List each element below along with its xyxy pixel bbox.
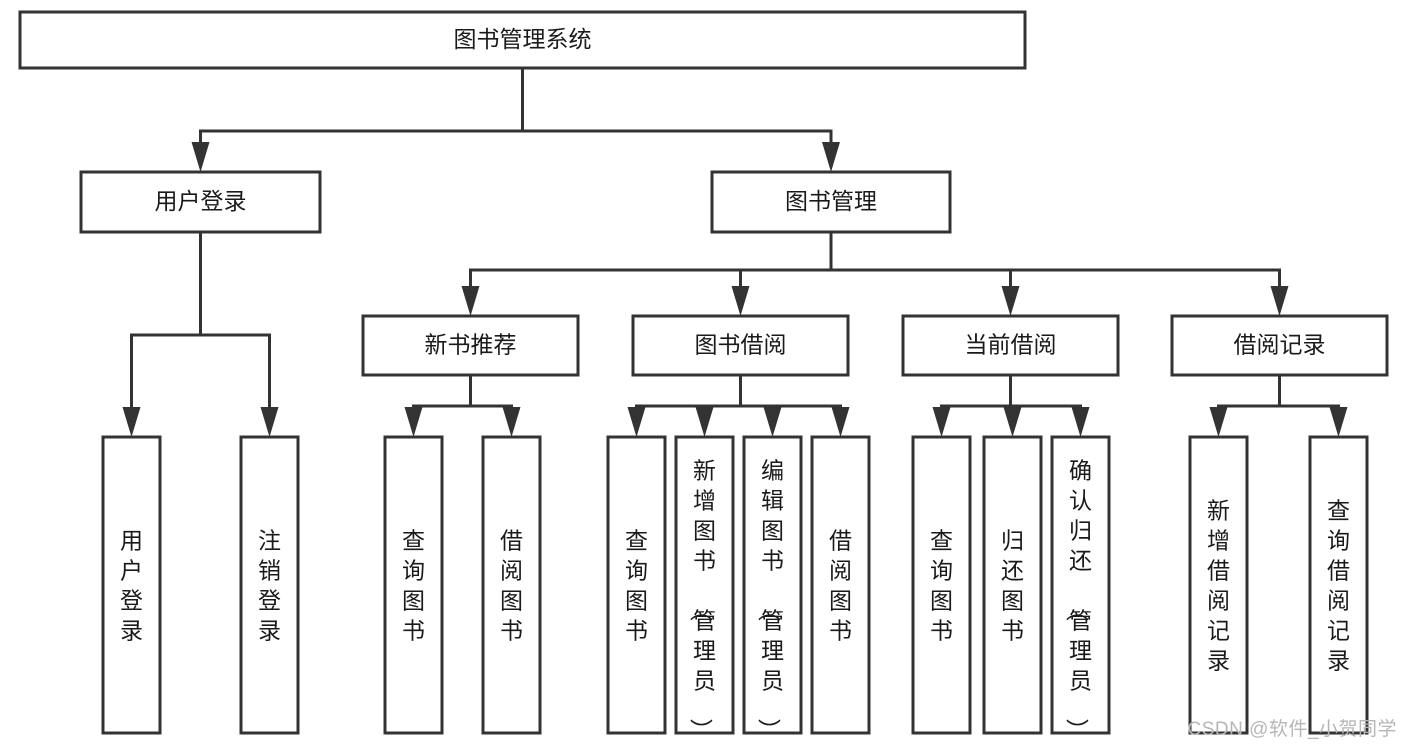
node-label-current: 当前借阅: [965, 332, 1057, 358]
node-label-login: 用户登录: [155, 188, 247, 214]
node-label-borrow: 图书借阅: [695, 332, 787, 358]
arrow-head-icon: [404, 407, 423, 437]
node-r2[interactable]: 查询借阅记录: [1308, 435, 1369, 735]
node-box-records: [1170, 314, 1389, 377]
arrow-head-icon: [1003, 407, 1022, 437]
connector-newbook-to-n1: [404, 375, 472, 437]
node-current[interactable]: 当前借阅: [901, 314, 1120, 377]
node-layer: 图书管理系统用户登录图书管理新书推荐图书借阅当前借阅借阅记录用户登录注销登录查询…: [18, 10, 1389, 741]
node-b2[interactable]: 新增图书（管理员）: [674, 435, 735, 741]
node-box-b2: [674, 435, 735, 735]
node-label-l1: 用户登录: [120, 527, 143, 643]
node-label-n2: 借阅图书: [500, 527, 523, 643]
node-label-n1: 查询图书: [402, 527, 425, 643]
arrow-head-icon: [502, 407, 521, 437]
node-label-bookmgmt: 图书管理: [785, 188, 877, 214]
node-c2[interactable]: 归还图书: [982, 435, 1043, 735]
connector-layer: [122, 68, 1348, 437]
node-label-b3: 编辑图书（管理员）: [756, 457, 784, 741]
arrow-head-icon: [1209, 407, 1228, 437]
connector-borrow-to-b4: [739, 375, 850, 437]
node-b1[interactable]: 查询图书: [606, 435, 667, 735]
node-box-current: [901, 314, 1120, 377]
node-borrow[interactable]: 图书借阅: [631, 314, 850, 377]
connector-newbook-to-n2: [469, 375, 521, 437]
node-label-c2: 归还图书: [1001, 527, 1024, 643]
node-box-n1: [383, 435, 444, 735]
node-box-newbook: [361, 314, 580, 377]
arrow-head-icon: [461, 286, 480, 316]
arrow-head-icon: [932, 407, 951, 437]
connector-login-to-l2: [199, 232, 279, 437]
node-c1[interactable]: 查询图书: [911, 435, 972, 735]
node-label-b2: 新增图书（管理员）: [688, 457, 716, 741]
node-label-b1: 查询图书: [625, 527, 648, 643]
node-b4[interactable]: 借阅图书: [810, 435, 871, 735]
node-box-r2: [1308, 435, 1369, 735]
node-box-b3: [742, 435, 803, 735]
connector-current-to-c1: [932, 375, 1012, 437]
node-box-bookmgmt: [710, 170, 952, 234]
connector-records-to-r2: [1278, 375, 1348, 437]
node-box-c3: [1050, 435, 1111, 735]
arrow-head-icon: [1329, 407, 1348, 437]
connector-bookmgmt-to-records: [829, 232, 1289, 316]
connector-bookmgmt-to-newbook: [461, 232, 833, 316]
arrow-head-icon: [695, 407, 714, 437]
node-label-root: 图书管理系统: [454, 26, 592, 52]
node-n1[interactable]: 查询图书: [383, 435, 444, 735]
arrow-head-icon: [763, 407, 782, 437]
connector-current-to-c3: [1009, 375, 1090, 437]
node-label-newbook: 新书推荐: [425, 332, 517, 358]
connector-records-to-r1: [1209, 375, 1281, 437]
node-box-borrow: [631, 314, 850, 377]
node-box-l1: [101, 435, 162, 735]
arrow-head-icon: [831, 407, 850, 437]
node-newbook[interactable]: 新书推荐: [361, 314, 580, 377]
node-root[interactable]: 图书管理系统: [18, 10, 1027, 70]
arrow-head-icon: [627, 407, 646, 437]
arrow-head-icon: [822, 142, 840, 172]
node-label-b4: 借阅图书: [829, 527, 852, 643]
node-label-r2: 查询借阅记录: [1327, 497, 1350, 673]
node-bookmgmt[interactable]: 图书管理: [710, 170, 952, 234]
arrow-head-icon: [1071, 407, 1090, 437]
node-label-l2: 注销登录: [258, 527, 281, 643]
node-box-b4: [810, 435, 871, 735]
node-box-c1: [911, 435, 972, 735]
node-box-c2: [982, 435, 1043, 735]
node-label-r1: 新增借阅记录: [1207, 497, 1230, 673]
node-label-records: 借阅记录: [1234, 332, 1326, 358]
node-box-b1: [606, 435, 667, 735]
connector-root-to-bookmgmt: [521, 68, 840, 172]
arrow-head-icon: [731, 286, 750, 316]
arrow-head-icon: [1001, 286, 1020, 316]
arrow-head-icon: [1270, 286, 1289, 316]
node-l2[interactable]: 注销登录: [239, 435, 300, 735]
node-l1[interactable]: 用户登录: [101, 435, 162, 735]
arrow-head-icon: [260, 407, 279, 437]
node-box-login: [79, 170, 322, 234]
node-b3[interactable]: 编辑图书（管理员）: [742, 435, 803, 741]
connector-bookmgmt-to-borrow: [731, 232, 833, 316]
arrow-head-icon: [191, 142, 210, 172]
node-box-root: [18, 10, 1027, 70]
node-c3[interactable]: 确认归还（管理员）: [1050, 435, 1111, 741]
connector-root-to-login: [191, 68, 524, 172]
connector-bookmgmt-to-current: [829, 232, 1020, 316]
arrow-head-icon: [122, 407, 141, 437]
node-r1[interactable]: 新增借阅记录: [1188, 435, 1249, 735]
node-label-c1: 查询图书: [930, 527, 953, 643]
node-box-l2: [239, 435, 300, 735]
connector-login-to-l1: [122, 232, 202, 437]
node-box-n2: [481, 435, 542, 735]
node-records[interactable]: 借阅记录: [1170, 314, 1389, 377]
node-box-r1: [1188, 435, 1249, 735]
node-n2[interactable]: 借阅图书: [481, 435, 542, 735]
node-login[interactable]: 用户登录: [79, 170, 322, 234]
node-label-c3: 确认归还（管理员）: [1064, 457, 1092, 741]
